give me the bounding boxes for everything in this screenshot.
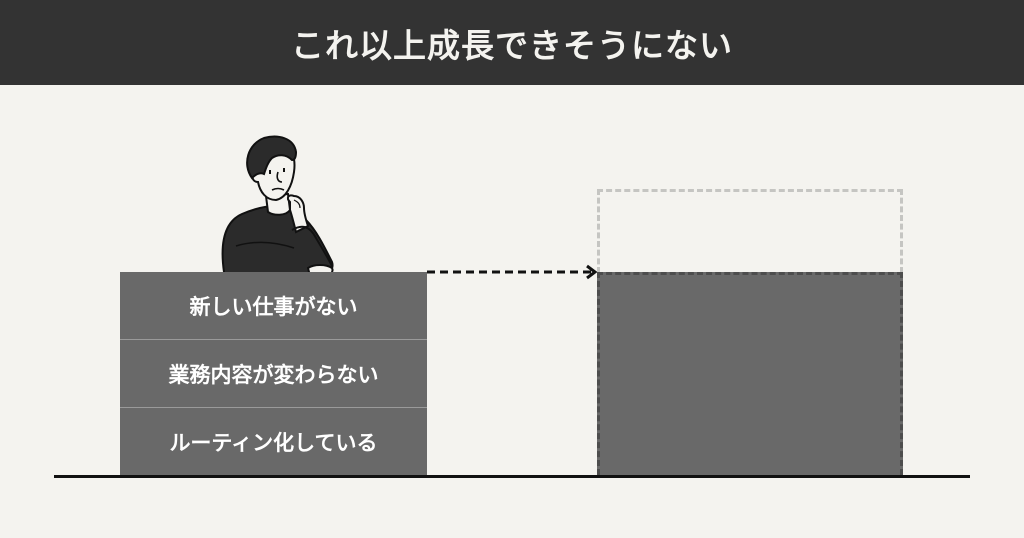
dashed-arrow-right-icon [427, 264, 598, 280]
ground-line [54, 475, 970, 478]
stack-item-same-tasks: 業務内容が変わらない [120, 339, 427, 407]
stack-item-routine: ルーティン化している [120, 407, 427, 475]
header-bar: これ以上成長できそうにない [0, 0, 1024, 85]
stack-item-no-new-work: 新しい仕事がない [189, 294, 358, 319]
potential-growth-outline [597, 189, 903, 273]
current-level-stack: 新しい仕事がない 業務内容が変わらない ルーティン化している [120, 272, 427, 475]
page-title: これ以上成長できそうにない [291, 25, 733, 65]
thinking-man-icon [221, 135, 334, 278]
stagnant-level-box [597, 272, 903, 475]
